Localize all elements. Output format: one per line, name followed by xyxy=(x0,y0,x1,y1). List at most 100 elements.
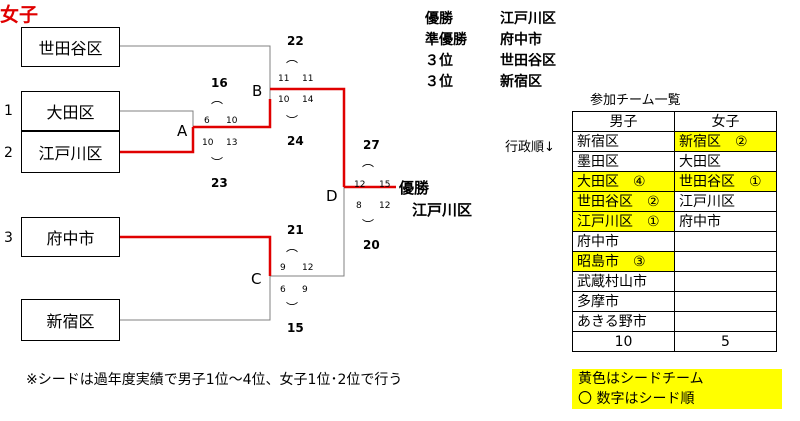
match-d-bottom-total: 20 xyxy=(363,238,380,252)
header-male: 男子 xyxy=(572,111,675,132)
cell-male: 世田谷区 ② xyxy=(572,191,675,212)
cell-male: 武蔵村山市 xyxy=(572,271,675,292)
match-b-s4: 14 xyxy=(302,95,314,105)
cell-female: 府中市 xyxy=(674,211,777,232)
match-a-s1: 6 xyxy=(204,116,210,126)
match-b-top-total: 22 xyxy=(287,34,304,48)
cell-male: 多摩市 xyxy=(572,291,675,312)
team-box-2: 大田区 xyxy=(21,91,120,131)
cell-male: 新宿区 xyxy=(572,131,675,152)
table-header-row: 男子 女子 xyxy=(572,111,777,132)
result-team-1: 江戸川区 xyxy=(500,11,556,27)
match-d-s3: 8 xyxy=(356,201,362,211)
node-d: D xyxy=(326,187,338,205)
result-team-3: 世田谷区 xyxy=(500,53,556,69)
match-a-s2: 10 xyxy=(226,116,238,126)
cell-male: 府中市 xyxy=(572,231,675,252)
cell-female: 大田区 xyxy=(674,151,777,172)
seed-no-4: 3 xyxy=(4,230,13,246)
match-b-bottom-arc: ︶ xyxy=(286,114,299,128)
seed-no-2: 1 xyxy=(4,103,13,119)
cell-female xyxy=(674,271,777,292)
team-list-title: 参加チーム一覧 xyxy=(590,93,681,108)
team-box-1: 世田谷区 xyxy=(21,27,120,67)
champion-team: 江戸川区 xyxy=(412,201,473,219)
result-label-4: ３位 xyxy=(425,74,453,90)
header-female: 女子 xyxy=(674,111,777,132)
match-c-bottom-arc: ︶ xyxy=(286,301,299,315)
match-a-s4: 13 xyxy=(226,138,238,148)
match-c-s4: 9 xyxy=(302,285,308,295)
line-setagaya xyxy=(120,45,271,99)
match-d-s4: 12 xyxy=(379,201,391,211)
team-box-3: 江戸川区 xyxy=(21,131,120,173)
table-count-row: 10 5 xyxy=(572,331,777,352)
match-b-s3: 10 xyxy=(278,95,290,105)
match-a-s3: 10 xyxy=(202,138,214,148)
node-c: C xyxy=(251,270,262,288)
table-row: 昭島市 ③ xyxy=(572,251,777,272)
match-c-s1: 9 xyxy=(280,263,286,273)
page-title: 女子 xyxy=(0,4,39,26)
match-d-s1: 12 xyxy=(354,180,366,190)
match-c-top-total: 21 xyxy=(287,223,304,237)
win-line-fuchu-c xyxy=(120,235,272,276)
team-box-5: 新宿区 xyxy=(21,299,120,341)
line-c-d xyxy=(270,182,345,277)
cell-male: 墨田区 xyxy=(572,151,675,172)
match-a-bottom-arc: ︶ xyxy=(211,156,224,170)
match-b-s2: 11 xyxy=(302,74,314,84)
match-a-top-arc: ︵ xyxy=(211,92,224,106)
match-b-s1: 11 xyxy=(278,74,290,84)
win-line-edogawa-a xyxy=(120,127,195,154)
cell-male: 昭島市 ③ xyxy=(572,251,675,272)
cell-female xyxy=(674,231,777,252)
table-row: あきる野市 xyxy=(572,311,777,332)
table-row: 墨田区大田区 xyxy=(572,151,777,172)
order-label: 行政順↓ xyxy=(505,140,555,155)
cell-female xyxy=(674,311,777,332)
legend-yellow: 黄色はシードチーム xyxy=(572,369,782,389)
win-line-b-d xyxy=(270,87,346,187)
cell-female: 新宿区 ② xyxy=(674,131,777,152)
match-a-top-total: 16 xyxy=(211,76,228,90)
match-c-top-arc: ︵ xyxy=(286,240,299,254)
match-c-s2: 12 xyxy=(302,263,314,273)
count-female: 5 xyxy=(674,331,777,352)
node-b: B xyxy=(252,82,263,100)
seed-no-3: 2 xyxy=(4,145,13,161)
cell-female xyxy=(674,291,777,312)
result-team-2: 府中市 xyxy=(500,32,542,48)
table-row: 武蔵村山市 xyxy=(572,271,777,292)
result-label-1: 優勝 xyxy=(425,11,453,27)
match-c-bottom-total: 15 xyxy=(287,321,304,335)
match-c-s3: 6 xyxy=(280,285,286,295)
node-a: A xyxy=(177,122,188,140)
result-team-4: 新宿区 xyxy=(500,74,542,90)
champion-label: 優勝 xyxy=(399,179,430,197)
match-d-top-total: 27 xyxy=(363,138,380,152)
line-ota xyxy=(120,110,194,127)
line-shinjuku xyxy=(120,276,271,321)
cell-male: 大田区 ④ xyxy=(572,171,675,192)
seed-note: ※シードは過年度実績で男子1位～4位、女子1位･2位で行う xyxy=(26,372,403,388)
legend-number: 〇 数字はシード順 xyxy=(572,389,782,409)
win-line-a-b xyxy=(193,99,272,129)
match-d-top-arc: ︵ xyxy=(362,155,375,169)
result-label-2: 準優勝 xyxy=(425,32,467,48)
match-d-s2: 15 xyxy=(379,180,391,190)
cell-male: あきる野市 xyxy=(572,311,675,332)
match-a-bottom-total: 23 xyxy=(211,176,228,190)
count-male: 10 xyxy=(572,331,675,352)
table-row: 新宿区新宿区 ② xyxy=(572,131,777,152)
match-b-top-arc: ︵ xyxy=(286,51,299,65)
table-row: 多摩市 xyxy=(572,291,777,312)
team-box-4: 府中市 xyxy=(21,217,120,257)
cell-female xyxy=(674,251,777,272)
table-row: 府中市 xyxy=(572,231,777,252)
